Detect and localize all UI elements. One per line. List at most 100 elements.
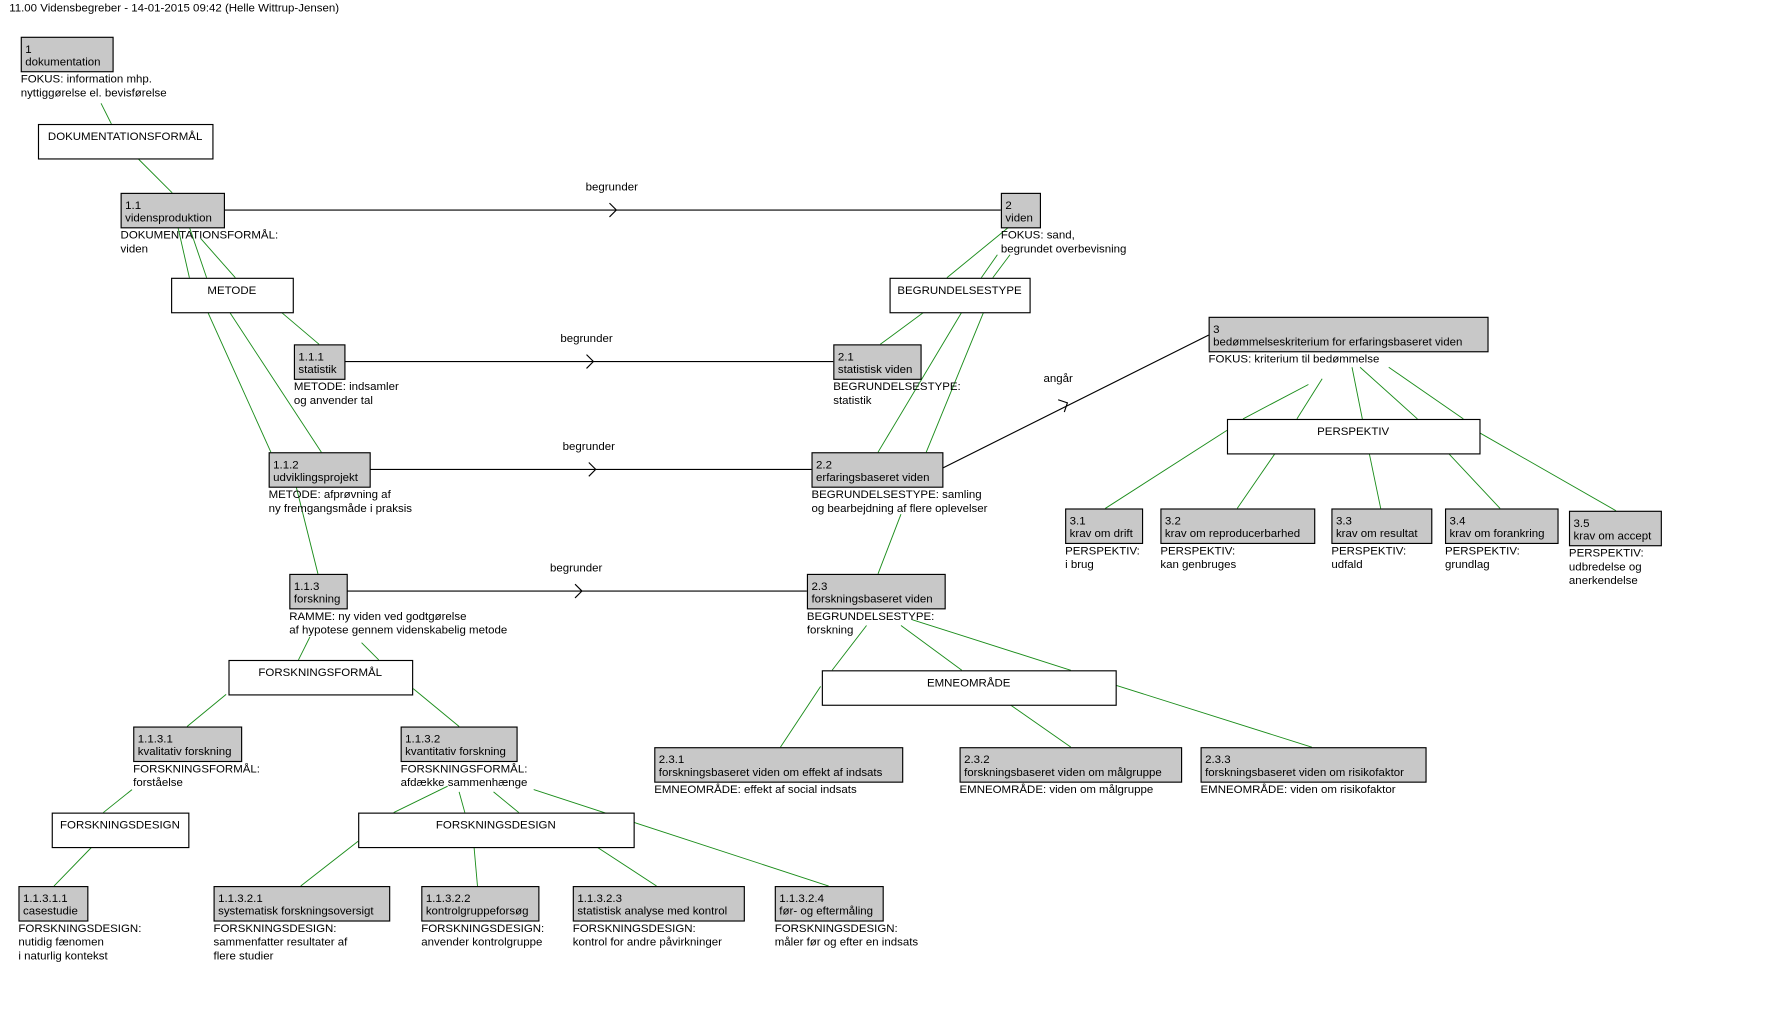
object-name: krav om reproducerbarhed	[1165, 528, 1300, 540]
object-rect[interactable]	[774, 886, 884, 922]
object-note: FORSKNINGSDESIGN:	[573, 923, 696, 935]
arrow-chevron-icon	[609, 202, 618, 218]
dimension-rect[interactable]	[171, 277, 294, 314]
object-n1_1_3_2_2[interactable]: 1.1.3.2.2kontrolgruppeforsøgFORSKNINGSDE…	[421, 886, 544, 949]
dimension-box-d_metode[interactable]: METODE	[171, 277, 294, 314]
dimension-rect[interactable]	[1226, 418, 1481, 455]
object-rect[interactable]	[133, 726, 243, 763]
object-name: viden	[1005, 213, 1032, 225]
arrow-chevron-icon	[586, 354, 595, 369]
object-name: vidensproduktion	[125, 213, 212, 225]
object-n1_1[interactable]: 1.1vidensproduktionDOKUMENTATIONSFORMÅL:…	[120, 192, 279, 255]
dimension-rect[interactable]	[889, 277, 1031, 314]
object-rect[interactable]	[1000, 192, 1041, 229]
object-rect[interactable]	[1331, 508, 1433, 545]
structure-line	[412, 688, 460, 727]
dimension-label: PERSPEKTIV	[1317, 426, 1389, 438]
structure-line	[100, 103, 112, 125]
structure-line	[1115, 684, 1312, 748]
relation-lines: begrunder begrunder begrunder begrunder angå…	[223, 182, 1209, 599]
object-number: 1.1	[125, 200, 141, 212]
object-name: dokumentation	[25, 56, 100, 68]
dimension-rect[interactable]	[37, 123, 214, 160]
object-rect[interactable]	[959, 747, 1183, 783]
dimension-box-d_persp[interactable]: PERSPEKTIV	[1226, 418, 1481, 455]
object-rect[interactable]	[1065, 508, 1144, 545]
structure-line	[1351, 367, 1363, 419]
dimension-box-d_ff[interactable]: FORSKNINGSFORMÅL	[228, 659, 414, 696]
structure-line	[280, 311, 320, 345]
structure-line	[473, 846, 478, 887]
object-rect[interactable]	[811, 452, 944, 488]
relation-r1[interactable]: begrunder	[223, 182, 1001, 218]
object-rect[interactable]	[293, 344, 346, 380]
relation-line[interactable]	[942, 334, 1209, 469]
object-note: flere studier	[214, 950, 274, 962]
object-rect[interactable]	[833, 344, 922, 380]
dimension-rect[interactable]	[358, 812, 635, 849]
object-rect[interactable]	[1208, 316, 1489, 353]
object-number: 3.4	[1450, 515, 1467, 527]
relation-r5[interactable]: angår	[942, 334, 1209, 469]
dimension-box-d_begr[interactable]: BEGRUNDELSESTYPE	[889, 277, 1031, 314]
object-note: begrundet overbevisning	[1001, 243, 1127, 255]
object-rect[interactable]	[421, 886, 540, 922]
structure-line	[1388, 366, 1464, 420]
object-rect[interactable]	[1200, 747, 1427, 783]
structure-line	[300, 840, 359, 887]
dimension-label: FORSKNINGSFORMÅL	[258, 666, 382, 679]
object-rect[interactable]	[289, 573, 348, 610]
object-n1_1_3_1_1[interactable]: 1.1.3.1.1casestudieFORSKNINGSDESIGN:nuti…	[18, 886, 141, 963]
object-rect[interactable]	[1444, 508, 1559, 545]
object-rect[interactable]	[806, 573, 946, 610]
dimension-box-d_fd2[interactable]: FORSKNINGSDESIGN	[358, 812, 635, 849]
structure-line	[103, 789, 133, 813]
object-rect[interactable]	[654, 747, 904, 783]
object-number: 1.1.3.1	[138, 734, 173, 746]
dimension-box-d_fd1[interactable]: FORSKNINGSDESIGN	[51, 812, 190, 849]
dimension-box-d_dok[interactable]: DOKUMENTATIONSFORMÅL	[37, 123, 214, 160]
object-rect[interactable]	[20, 36, 114, 73]
dimension-rect[interactable]	[821, 670, 1117, 706]
relation-r4[interactable]: begrunder	[346, 563, 807, 599]
object-rect[interactable]	[18, 886, 89, 922]
dimension-box-d_emne[interactable]: EMNEOMRÅDE	[821, 670, 1117, 706]
dimension-rect[interactable]	[228, 659, 414, 696]
relation-r2[interactable]: begrunder	[344, 333, 834, 369]
structure-line	[188, 227, 208, 278]
object-rect[interactable]	[572, 886, 745, 922]
object-rect[interactable]	[268, 452, 371, 488]
object-rect[interactable]	[120, 192, 225, 229]
object-rect[interactable]	[400, 726, 518, 763]
relation-r3[interactable]: begrunder	[369, 441, 812, 477]
structure-line	[361, 642, 380, 661]
object-rect[interactable]	[1160, 508, 1316, 545]
object-rect[interactable]	[1568, 510, 1662, 547]
object-note: DOKUMENTATIONSFORMÅL:	[121, 229, 279, 242]
dimension-rect[interactable]	[51, 812, 190, 849]
object-rect[interactable]	[213, 886, 391, 922]
relation-label: begrunder	[550, 563, 602, 575]
